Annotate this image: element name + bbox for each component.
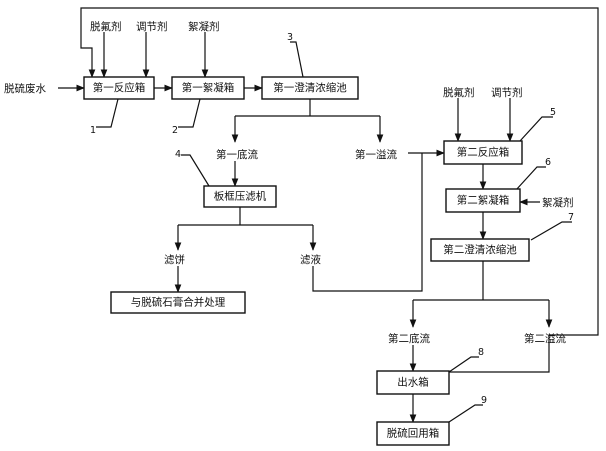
clarifier2-label: 第二澄清浓缩池 — [443, 243, 517, 256]
box-reaction2: 第二反应箱 — [443, 140, 523, 165]
reuse-tank-label: 脱硫回用箱 — [387, 427, 440, 440]
callout-8: 8 — [478, 347, 484, 358]
box-floc1: 第一絮凝箱 — [171, 76, 245, 100]
recycle-loop-arrow — [80, 7, 599, 373]
filtrate-label: 滤液 — [300, 253, 321, 266]
disposal-label: 与脱硫石膏合并处理 — [131, 296, 226, 309]
underflow2-label: 第二底流 — [388, 332, 430, 345]
leader-3 — [290, 41, 304, 78]
filter-cake-label: 滤饼 — [164, 253, 185, 266]
leader-8 — [448, 356, 479, 373]
outlet-tank-label: 出水箱 — [397, 376, 429, 389]
box-clarifier2: 第二澄清浓缩池 — [430, 238, 530, 262]
leader-6 — [515, 166, 546, 191]
reaction1-label: 第一反应箱 — [93, 81, 146, 94]
box-reuse-tank: 脱硫回用箱 — [376, 421, 450, 446]
flocculant2-label: 絮凝剂 — [542, 196, 574, 209]
floc2-label: 第二絮凝箱 — [457, 194, 510, 207]
callout-1: 1 — [90, 125, 96, 136]
reagent3-label: 絮凝剂 — [188, 20, 220, 33]
leader-4 — [181, 154, 210, 187]
box-disposal: 与脱硫石膏合并处理 — [110, 291, 246, 314]
reagent5-label: 调节剂 — [491, 86, 523, 99]
box-reaction1: 第一反应箱 — [83, 76, 155, 100]
box-outlet-tank: 出水箱 — [376, 370, 450, 395]
filter-press-label: 板框压滤机 — [214, 190, 267, 203]
callout-4: 4 — [175, 149, 181, 160]
leader-7 — [530, 221, 572, 241]
leader-2 — [178, 98, 201, 128]
callout-6: 6 — [545, 157, 551, 168]
floc1-label: 第一絮凝箱 — [182, 81, 235, 94]
feed-label: 脱硫废水 — [4, 82, 46, 95]
callout-3: 3 — [287, 32, 293, 43]
reaction2-label: 第二反应箱 — [457, 146, 510, 159]
callout-leaders — [96, 41, 572, 423]
callout-9: 9 — [481, 395, 487, 406]
overflow2-label: 第二溢流 — [524, 332, 566, 345]
callout-5: 5 — [550, 107, 556, 118]
leader-5 — [519, 116, 553, 142]
box-clarifier1: 第一澄清浓缩池 — [261, 76, 359, 100]
reagent2-label: 调节剂 — [136, 20, 168, 33]
box-filter-press: 板框压滤机 — [203, 185, 277, 208]
reagent1-label: 脱氟剂 — [90, 20, 122, 33]
box-floc2: 第二絮凝箱 — [445, 188, 521, 213]
filtrate-to-r2-line — [312, 153, 423, 292]
overflow1-label: 第一溢流 — [355, 148, 397, 161]
reagent4-label: 脱氟剂 — [443, 86, 475, 99]
connectors — [58, 7, 599, 423]
callout-7: 7 — [568, 212, 574, 223]
leader-9 — [448, 404, 483, 423]
leader-1 — [96, 98, 119, 128]
callout-2: 2 — [172, 125, 178, 136]
clarifier1-label: 第一澄清浓缩池 — [273, 81, 347, 94]
underflow1-label: 第一底流 — [216, 148, 258, 161]
